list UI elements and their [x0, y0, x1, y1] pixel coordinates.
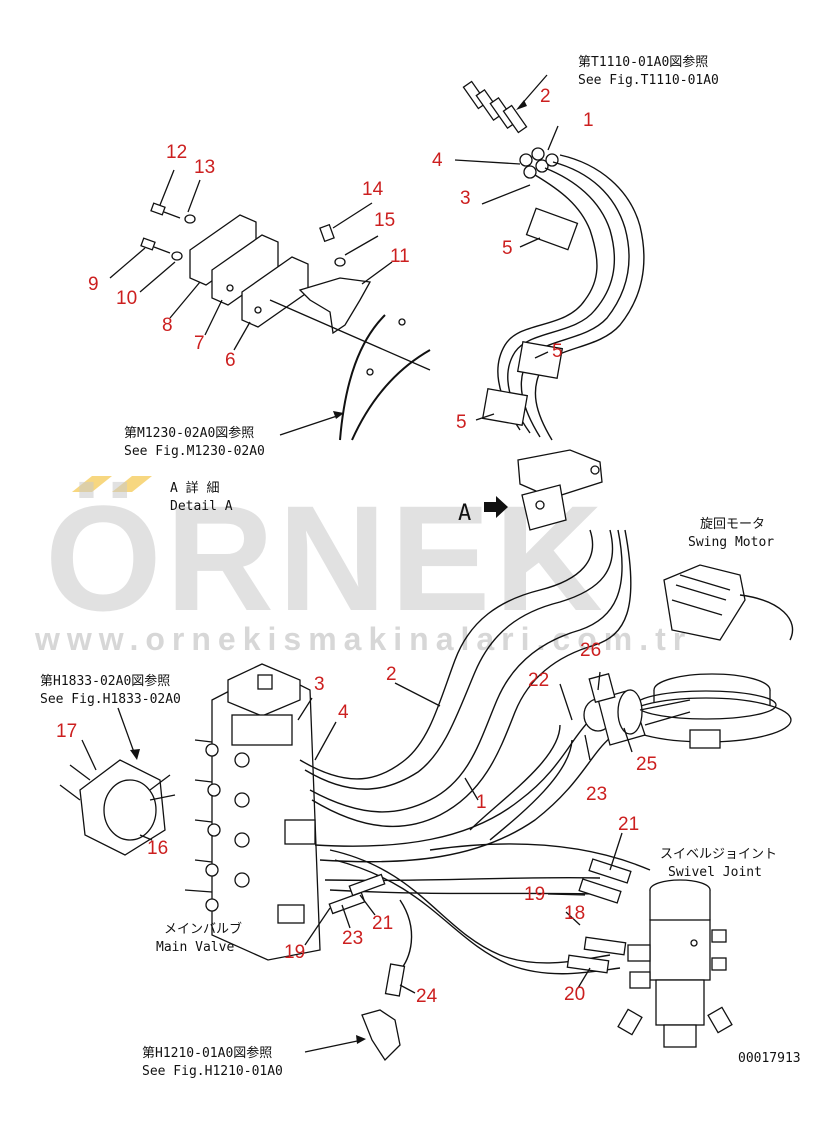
view-a-arrow-icon	[484, 496, 508, 518]
swing-motor	[469, 564, 794, 841]
callout-17: 17	[56, 721, 77, 742]
component-labels: A 詳 細 Detail A 旋回モータ Swing Motor メインバルブ …	[156, 480, 801, 1066]
watermark: ÖRNEK www.ornekismakinalari.com.tr	[34, 474, 685, 657]
callout-21-left: 21	[372, 913, 393, 934]
detail-a-parts	[140, 202, 431, 441]
detail-a-en: Detail A	[170, 499, 233, 514]
connector-16	[59, 759, 176, 856]
main-valve-en: Main Valve	[156, 940, 234, 955]
callout-7: 7	[194, 333, 205, 354]
top-fittings	[462, 74, 645, 531]
swivel-joint-en: Swivel Joint	[668, 865, 762, 880]
callout-3-mid: 3	[314, 674, 325, 695]
callout-25: 25	[636, 754, 657, 775]
callout-20: 20	[564, 984, 585, 1005]
callout-2-mid: 2	[386, 664, 397, 685]
callout-8: 8	[162, 315, 173, 336]
view-a-label: A	[458, 501, 471, 526]
ref-m1230-en: See Fig.M1230-02A0	[124, 444, 265, 459]
callout-4-top: 4	[432, 150, 443, 171]
callout-15: 15	[374, 210, 395, 231]
reference-notes: 第T1110-01A0図参照 See Fig.T1110-01A0 第M1230…	[40, 54, 719, 1079]
callout-23-left: 23	[342, 928, 363, 949]
callout-4-mid: 4	[338, 702, 349, 723]
callout-10: 10	[116, 288, 137, 309]
callout-2-top: 2	[540, 86, 551, 107]
callout-5-c: 5	[456, 412, 467, 433]
watermark-accent-left	[72, 476, 112, 492]
swing-motor-en: Swing Motor	[688, 535, 774, 550]
swivel-joint	[617, 879, 733, 1048]
callout-6: 6	[225, 350, 236, 371]
ref-m1230-jp: 第M1230-02A0図参照	[124, 425, 254, 441]
callout-16: 16	[147, 838, 168, 859]
main-valve	[184, 663, 321, 961]
callout-24: 24	[416, 986, 438, 1007]
callout-22: 22	[528, 670, 549, 691]
detail-a-jp: A 詳 細	[170, 480, 219, 496]
ref-h1210-jp: 第H1210-01A0図参照	[142, 1045, 272, 1061]
callout-1-top: 1	[583, 110, 594, 131]
watermark-accent-right	[112, 476, 152, 492]
callout-1-mid: 1	[476, 792, 487, 813]
callout-13: 13	[194, 157, 215, 178]
callout-14: 14	[362, 179, 384, 200]
callout-11: 11	[390, 246, 410, 267]
ref-t1110-en: See Fig.T1110-01A0	[578, 73, 719, 88]
callout-numbers: 1 2 3 4 5 5 5 6 7 8 9 10 11 12 13 14 15 …	[56, 86, 657, 1007]
ref-t1110-jp: 第T1110-01A0図参照	[578, 54, 708, 70]
main-valve-jp: メインバルブ	[164, 921, 242, 937]
swivel-joint-jp: スイベルジョイント	[660, 847, 777, 862]
callout-23-right: 23	[586, 784, 607, 805]
ref-h1833-jp: 第H1833-02A0図参照	[40, 673, 170, 689]
callout-3-top: 3	[460, 188, 471, 209]
ref-h1833-en: See Fig.H1833-02A0	[40, 692, 181, 707]
ref-h1210-en: See Fig.H1210-01A0	[142, 1064, 283, 1079]
callout-18: 18	[564, 903, 585, 924]
drawing-number: 00017913	[738, 1051, 801, 1066]
callout-12: 12	[166, 142, 187, 163]
leader-lines	[81, 125, 633, 1053]
callout-9: 9	[88, 274, 99, 295]
callout-21-right: 21	[618, 814, 639, 835]
watermark-brand: ÖRNEK	[45, 474, 607, 642]
callout-5-b: 5	[552, 341, 563, 362]
callout-5-a: 5	[502, 238, 513, 259]
callout-19-left: 19	[284, 942, 305, 963]
callout-19-right: 19	[524, 884, 545, 905]
callout-26: 26	[580, 640, 601, 661]
swing-motor-jp: 旋回モータ	[700, 517, 765, 532]
